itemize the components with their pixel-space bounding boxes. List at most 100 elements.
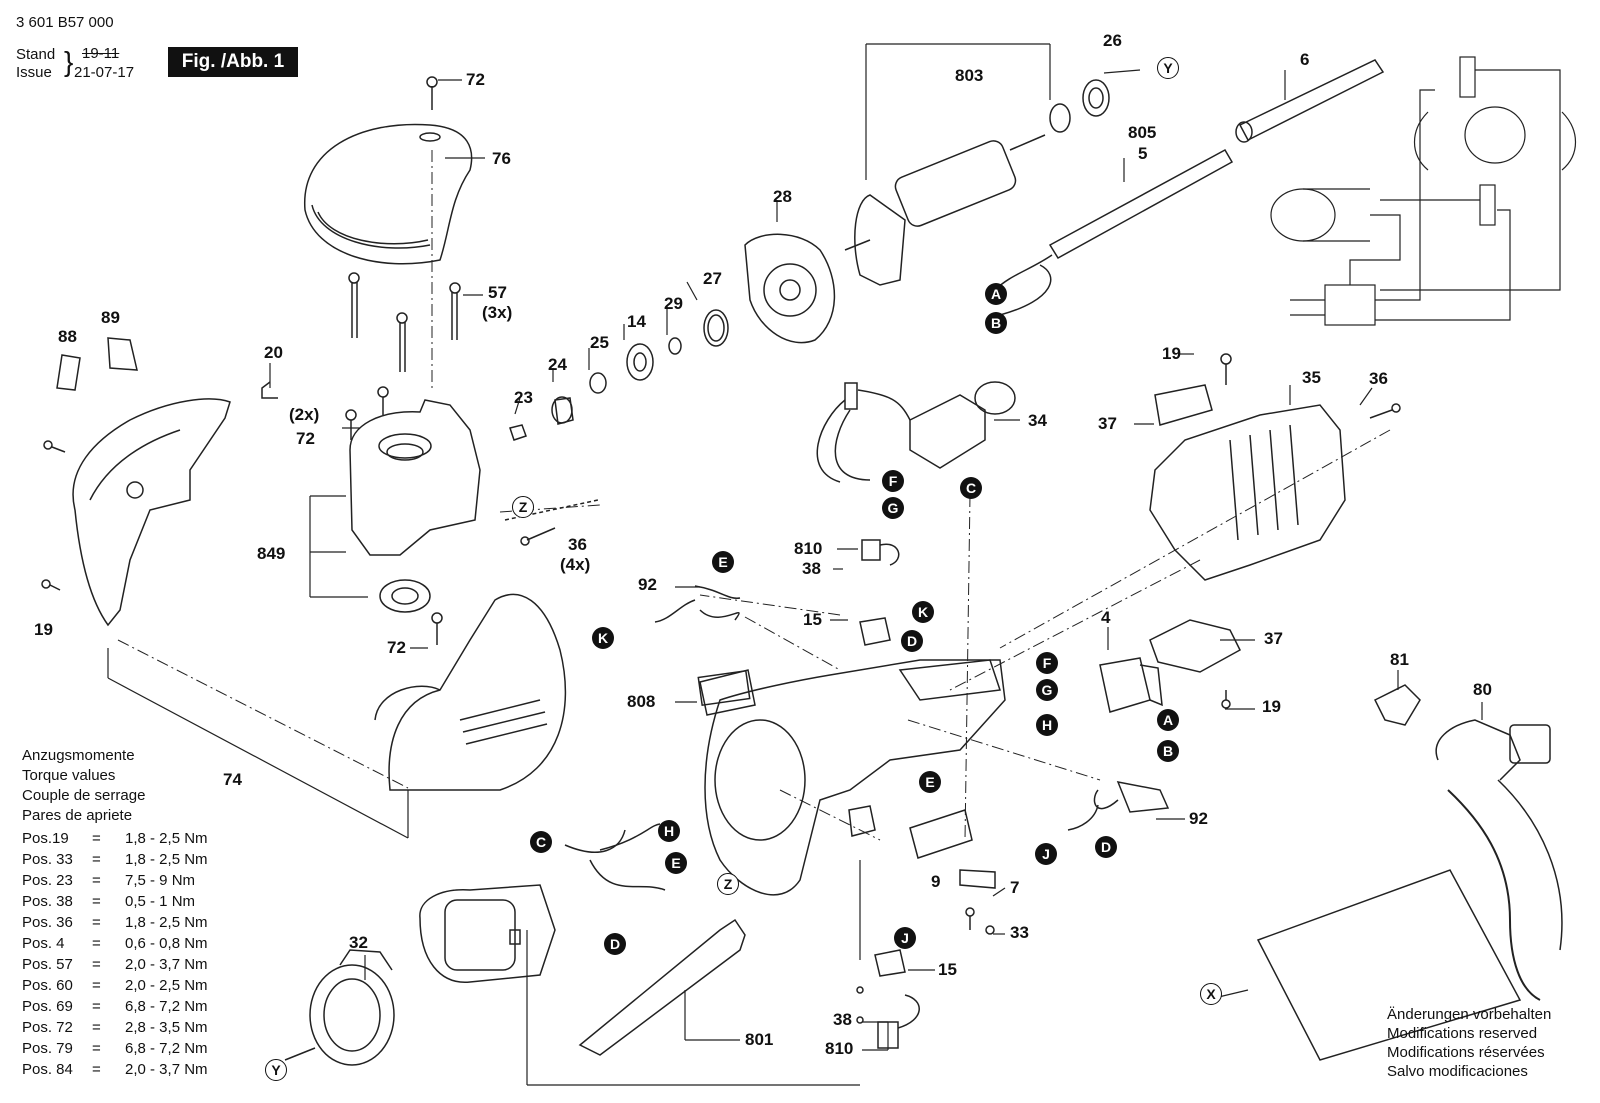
issue-label: Issue [16, 64, 52, 81]
marker-b: B [985, 312, 1007, 334]
torque-title-es: Pares de apriete [22, 807, 133, 824]
marker-e: E [712, 551, 734, 573]
callout-6: 6 [1300, 50, 1310, 69]
callout-15: 15 [938, 960, 957, 979]
torque-eq: = [92, 830, 101, 847]
callout-37: 37 [1098, 414, 1117, 433]
marker-h: H [1036, 714, 1058, 736]
callout-72: 72 [466, 70, 485, 89]
callout-35: 35 [1302, 368, 1321, 387]
callout-19: 19 [1262, 697, 1281, 716]
marker-g: G [882, 497, 904, 519]
callout-33: 33 [1010, 923, 1029, 942]
callout-14: 14 [627, 312, 646, 331]
callout-92: 92 [1189, 809, 1208, 828]
callout-19: 19 [34, 620, 53, 639]
marker-a: A [985, 283, 1007, 305]
callout-32: 32 [349, 933, 368, 952]
torque-eq: = [92, 1061, 101, 1078]
modifications-note: Änderungen vorbehalten Modifications res… [1387, 1005, 1551, 1081]
torque-eq: = [92, 998, 101, 1015]
reference-x: X [1200, 983, 1222, 1005]
torque-pos: Pos. 60 [22, 977, 73, 994]
callout-38: 38 [833, 1010, 852, 1029]
callout-23: 23 [514, 388, 533, 407]
torque-eq: = [92, 914, 101, 931]
torque-value: 0,5 - 1 Nm [125, 893, 196, 910]
torque-eq: = [92, 977, 101, 994]
marker-g: G [1036, 679, 1058, 701]
callout-34: 34 [1028, 411, 1047, 430]
torque-value: 2,0 - 3,7 Nm [125, 1061, 208, 1078]
callout-808: 808 [627, 692, 656, 711]
part-number: 3 601 B57 000 [16, 14, 114, 31]
reference-z: Z [512, 496, 534, 518]
callout-19: 19 [1162, 344, 1181, 363]
marker-a: A [1157, 709, 1179, 731]
callout-2x: (2x) [289, 405, 320, 424]
callout-89: 89 [101, 308, 120, 327]
torque-eq: = [92, 893, 101, 910]
callout-25: 25 [590, 333, 609, 352]
callout-88: 88 [58, 327, 77, 346]
marker-c: C [530, 831, 552, 853]
callout-76: 76 [492, 149, 511, 168]
marker-j: J [1035, 843, 1057, 865]
reference-y: Y [1157, 57, 1179, 79]
callout-4x: (4x) [560, 555, 591, 574]
callout-801: 801 [745, 1030, 774, 1049]
callout-3x: (3x) [482, 303, 513, 322]
torque-value: 2,0 - 2,5 Nm [125, 977, 208, 994]
marker-d: D [901, 630, 923, 652]
modifications-en: Modifications reserved [1387, 1025, 1538, 1042]
torque-row: Pos. 79=6,8 - 7,2 Nm [22, 1038, 208, 1059]
torque-eq: = [92, 1040, 101, 1057]
torque-value: 1,8 - 2,5 Nm [125, 851, 208, 868]
torque-eq: = [92, 851, 101, 868]
marker-d: D [604, 933, 626, 955]
marker-d: D [1095, 836, 1117, 858]
reference-z: Z [717, 873, 739, 895]
torque-row: Pos. 38 = 0,5 - 1 Nm [22, 891, 208, 912]
modifications-de: Änderungen vorbehalten [1387, 1006, 1552, 1023]
callout-28: 28 [773, 187, 792, 206]
old-date: 19-11 [82, 45, 120, 62]
marker-f: F [882, 470, 904, 492]
issue-date: 21-07-17 [74, 64, 135, 81]
modifications-fr: Modifications réservées [1387, 1044, 1545, 1061]
marker-f: F [1036, 652, 1058, 674]
torque-eq: = [92, 935, 101, 952]
reference-y: Y [265, 1059, 287, 1081]
torque-value: 2,8 - 3,5 Nm [125, 1019, 208, 1036]
torque-value: 0,6 - 0,8 Nm [125, 935, 208, 952]
callout-80: 80 [1473, 680, 1492, 699]
torque-row: Pos. 4 = 0,6 - 0,8 Nm [22, 933, 208, 954]
marker-k: K [912, 601, 934, 623]
modifications-es: Salvo modificaciones [1387, 1063, 1528, 1080]
torque-eq: = [92, 956, 101, 973]
callout-37: 37 [1264, 629, 1283, 648]
torque-rows: Pos.19=1,8 - 2,5 Nm Pos. 33 = 1,8 - 2,5 Nm… [22, 828, 208, 1080]
callout-803: 803 [955, 66, 984, 85]
torque-eq: = [92, 872, 101, 889]
marker-h: H [658, 820, 680, 842]
callout-7: 7 [1010, 878, 1020, 897]
torque-value: 6,8 - 7,2 Nm [125, 1040, 208, 1057]
callout-15: 15 [803, 610, 822, 629]
callout-26: 26 [1103, 31, 1122, 50]
torque-table: Anzugsmomente Torque values Couple de se… [22, 746, 208, 1080]
torque-title-de: Anzugsmomente [22, 747, 135, 764]
torque-row: Pos. 72=2,8 - 3,5 Nm [22, 1017, 208, 1038]
torque-pos: Pos. 84 [22, 1061, 73, 1078]
torque-title-fr: Couple de serrage [22, 787, 146, 804]
callout-9: 9 [931, 872, 941, 891]
torque-pos: Pos. 33 [22, 851, 73, 868]
callout-36: 36 [1369, 369, 1388, 388]
torque-pos: Pos. 38 [22, 893, 73, 910]
torque-pos: Pos. 4 [22, 935, 65, 952]
torque-pos: Pos. 36 [22, 914, 73, 931]
torque-pos: Pos. 69 [22, 998, 73, 1015]
torque-row: Pos.19=1,8 - 2,5 Nm [22, 828, 208, 849]
callout-810: 810 [825, 1039, 854, 1058]
